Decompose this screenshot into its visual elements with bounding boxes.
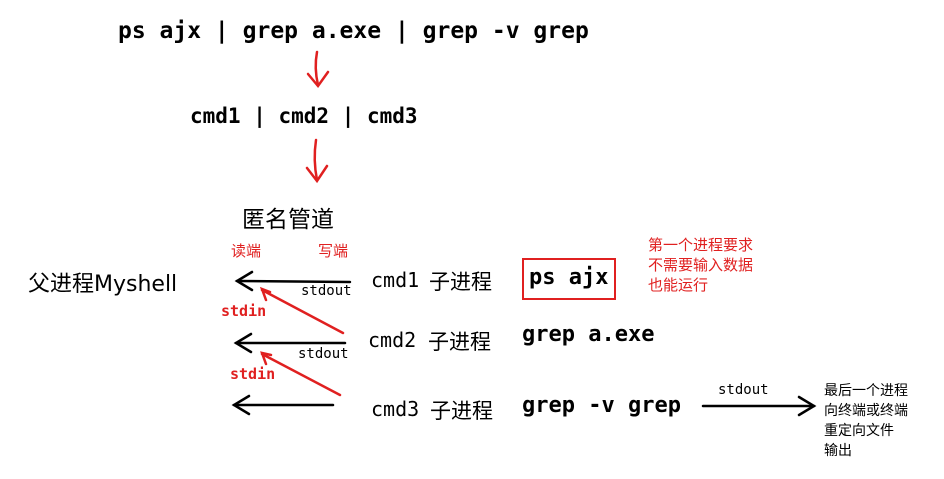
pipe-label: 匿名管道 [242, 207, 334, 233]
note-last-line-4: 输出 [824, 443, 852, 459]
parent-process-label: 父进程Myshell [28, 272, 178, 297]
final-stdout-label: stdout [718, 382, 769, 398]
first-cmd-highlight-box [522, 258, 616, 300]
cmd2-command: grep a.exe [522, 322, 655, 347]
note-first-line-1: 第一个进程要求 [648, 236, 754, 254]
cmd1-to-pipe-arrow [234, 270, 352, 292]
cmd1-command: ps ajx [529, 265, 609, 290]
abstract-command: cmd1 | cmd2 | cmd3 [190, 104, 418, 128]
note-first-line-2: 不需要输入数据 [648, 256, 754, 274]
stdin-arrow-cmd3 [260, 351, 342, 397]
cmd2-kind: 子进程 [428, 330, 491, 354]
cmd2-to-pipe-arrow [233, 332, 347, 354]
down-arrow-2 [305, 138, 329, 184]
cmd3-kind: 子进程 [430, 399, 493, 423]
cmd3-command: grep -v grep [522, 393, 681, 418]
cmd2-stdin-label: stdin [221, 302, 267, 320]
read-end-label: 读端 [231, 242, 262, 260]
stdin-arrow-cmd2 [259, 286, 345, 335]
cmd1-kind: 子进程 [429, 270, 492, 294]
cmd3-left-arrow [231, 394, 335, 416]
final-output-arrow [701, 395, 817, 417]
note-last-line-2: 向终端或终端 [824, 403, 908, 419]
cmd3-stdin-label: stdin [230, 365, 276, 383]
write-end-label: 写端 [318, 242, 349, 260]
cmd2-name: cmd2 [368, 328, 417, 352]
note-last-line-1: 最后一个进程 [824, 383, 908, 399]
note-first-line-3: 也能运行 [648, 276, 709, 294]
cmd3-name: cmd3 [371, 397, 420, 421]
cmd1-name: cmd1 [371, 268, 420, 292]
cmd2-stdout-label: stdout [298, 346, 349, 362]
full-command: ps ajx | grep a.exe | grep -v grep [118, 18, 589, 44]
cmd1-stdout-label: stdout [301, 283, 352, 299]
down-arrow-1 [306, 50, 330, 89]
note-last-line-3: 重定向文件 [824, 423, 894, 439]
